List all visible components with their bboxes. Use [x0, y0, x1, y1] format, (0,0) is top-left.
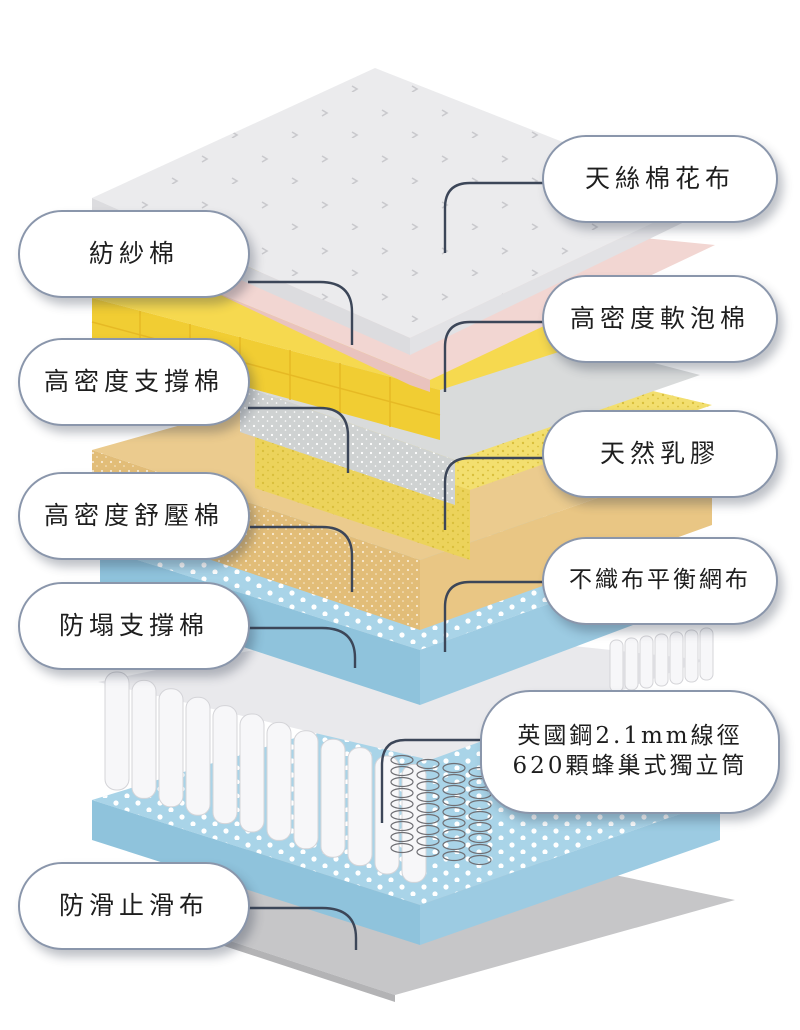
spring-coil: [442, 850, 466, 862]
pocket-coil: [347, 747, 373, 867]
pocket-coil: [669, 631, 684, 685]
label-hd-soft: 高密度軟泡棉: [542, 275, 778, 363]
spring-coil: [390, 820, 414, 832]
spring-coil: [416, 769, 440, 781]
spring-coil: [390, 776, 414, 788]
layer-pink-edge: [210, 290, 430, 392]
leader-nonwoven: [443, 580, 548, 652]
leader-latex: [443, 456, 548, 530]
spring-coil: [390, 787, 414, 799]
spring-coil: [468, 810, 492, 822]
pocket-coil: [185, 696, 211, 816]
spring-coil: [416, 846, 440, 858]
spring-coil: [442, 817, 466, 829]
label-non-slip: 防滑止滑布: [18, 862, 250, 950]
leader-cotton: [248, 280, 354, 345]
spring-coil: [416, 802, 440, 814]
leader-non-slip: [248, 906, 358, 950]
spring-coil: [416, 791, 440, 803]
spring-coil: [390, 754, 414, 766]
pocket-coil: [266, 721, 292, 841]
pocket-coil: [684, 629, 699, 683]
spring-coil: [442, 806, 466, 818]
pocket-coil: [158, 688, 184, 808]
spring-coil: [442, 828, 466, 840]
label-cotton: 紡紗棉: [18, 210, 250, 298]
pocket-coil: [293, 730, 319, 850]
leader-hd-comfort: [250, 525, 354, 592]
layer-bottom-foam-edge: [92, 800, 420, 945]
spring-coil: [468, 832, 492, 844]
spring-coil: [416, 813, 440, 825]
layer-bottom-foam-edge-right: [420, 800, 720, 945]
layer-pillow-top-edge-right: [410, 198, 705, 355]
label-tencel: 天絲棉花布: [542, 135, 778, 223]
label-latex: 天然乳膠: [542, 410, 778, 498]
label-springs: 英國鋼2.1mm線徑 620顆蜂巢式獨立筒: [480, 690, 780, 814]
spring-coil: [390, 765, 414, 777]
spring-coil: [442, 839, 466, 851]
pocket-coil: [320, 738, 346, 858]
pocket-coil: [131, 679, 157, 799]
pocket-coil: [639, 635, 654, 689]
pocket-coil: [624, 637, 639, 691]
spring-coil: [416, 824, 440, 836]
pocket-coil: [212, 705, 238, 825]
pocket-coil: [104, 671, 130, 791]
spring-coil: [416, 758, 440, 770]
pocket-coil: [374, 755, 400, 875]
spring-coil: [468, 843, 492, 855]
leader-lines: [248, 181, 552, 950]
label-hd-support: 高密度支撐棉: [18, 338, 250, 426]
spring-coil: [442, 795, 466, 807]
label-anti-collapse: 防塌支撐棉: [18, 582, 250, 670]
label-hd-comfort: 高密度舒壓棉: [18, 472, 250, 560]
pocket-coil: [654, 633, 669, 687]
pocket-coil: [699, 627, 714, 681]
spring-coil: [468, 854, 492, 866]
leader-hd-soft: [443, 320, 548, 392]
spring-coil: [442, 773, 466, 785]
layer-soft-foam-grid: [91, 311, 441, 427]
leader-hd-support: [248, 406, 350, 473]
spring-coil: [390, 831, 414, 843]
spring-coil: [390, 809, 414, 821]
pocket-coil: [609, 639, 624, 693]
pocket-coil: [239, 713, 265, 833]
leader-anti-collapse: [248, 626, 357, 668]
spring-coil: [416, 835, 440, 847]
leader-springs: [380, 738, 488, 823]
spring-coil: [390, 842, 414, 854]
label-nonwoven: 不織布平衡網布: [542, 537, 778, 625]
leader-tencel: [443, 181, 552, 253]
spring-coil: [468, 799, 492, 811]
spring-coil: [442, 762, 466, 774]
spring-coil: [390, 798, 414, 810]
spring-coil: [468, 821, 492, 833]
spring-coil: [416, 780, 440, 792]
layer-pillow-top-stitch: [92, 68, 705, 338]
spring-coil: [442, 784, 466, 796]
